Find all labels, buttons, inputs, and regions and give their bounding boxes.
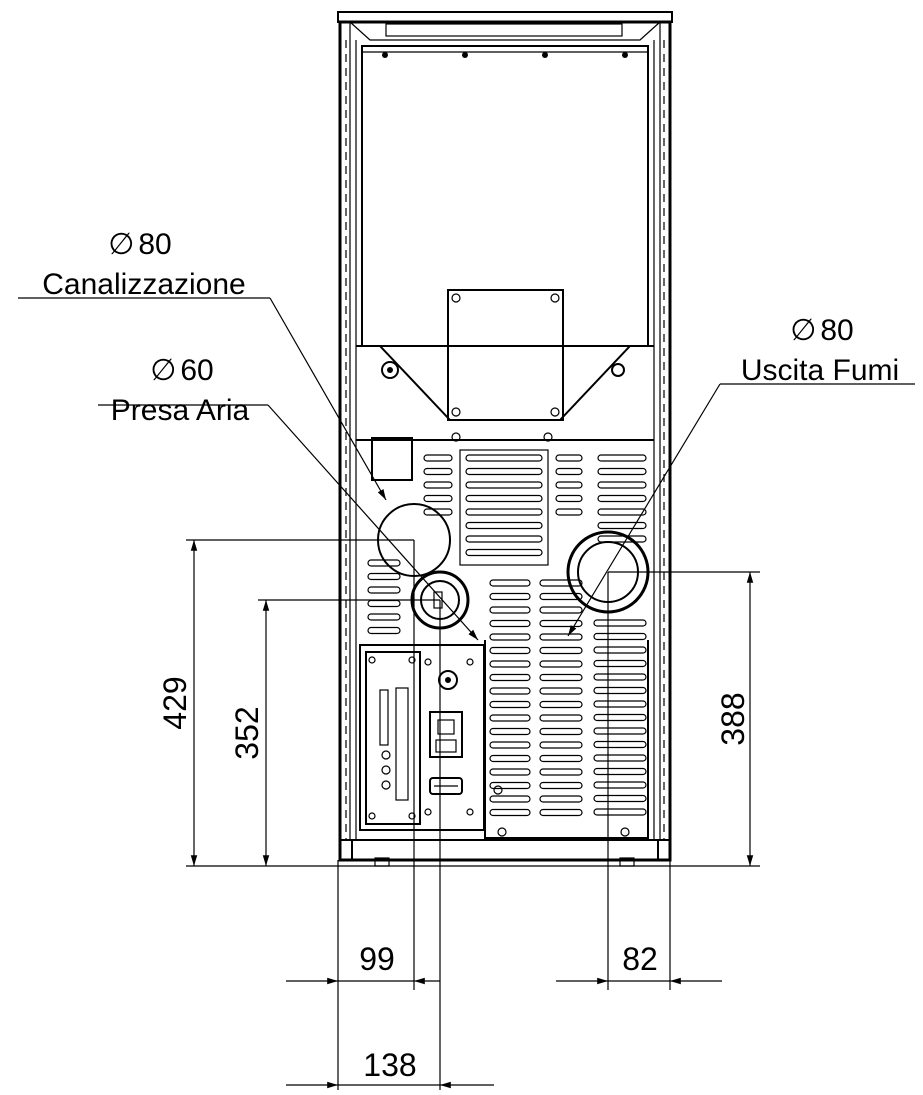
dimension-99: 99: [359, 941, 395, 977]
callout-uscita-fumi: ∅80 Uscita Fumi: [741, 314, 899, 387]
dimension-388: 388: [715, 692, 751, 745]
stove-body: [337, 11, 673, 867]
serial-port-icon: [429, 777, 463, 795]
dimension-429: 429: [157, 676, 193, 729]
control-panel: [359, 644, 485, 831]
presa-aria-diameter: ∅60: [150, 354, 214, 387]
callout-presa-aria: ∅60 Presa Aria: [111, 354, 250, 427]
dimension-lines: [186, 539, 760, 1090]
uscita-fumi-diameter: ∅80: [790, 314, 854, 347]
canalizzazione-diameter: ∅80: [108, 228, 172, 261]
power-socket-icon: [429, 711, 463, 758]
leader-lines: [18, 297, 915, 641]
fuse-holder-icon: [438, 670, 458, 690]
vent-slots: [367, 454, 647, 817]
presa-aria-label: Presa Aria: [111, 394, 250, 427]
uscita-fumi-label: Uscita Fumi: [741, 354, 899, 387]
callout-canalizzazione: ∅80 Canalizzazione: [42, 228, 245, 301]
canalizzazione-label: Canalizzazione: [42, 268, 245, 301]
dimension-352: 352: [229, 706, 265, 759]
dimension-138: 138: [363, 1047, 416, 1083]
dimension-82: 82: [622, 941, 658, 977]
